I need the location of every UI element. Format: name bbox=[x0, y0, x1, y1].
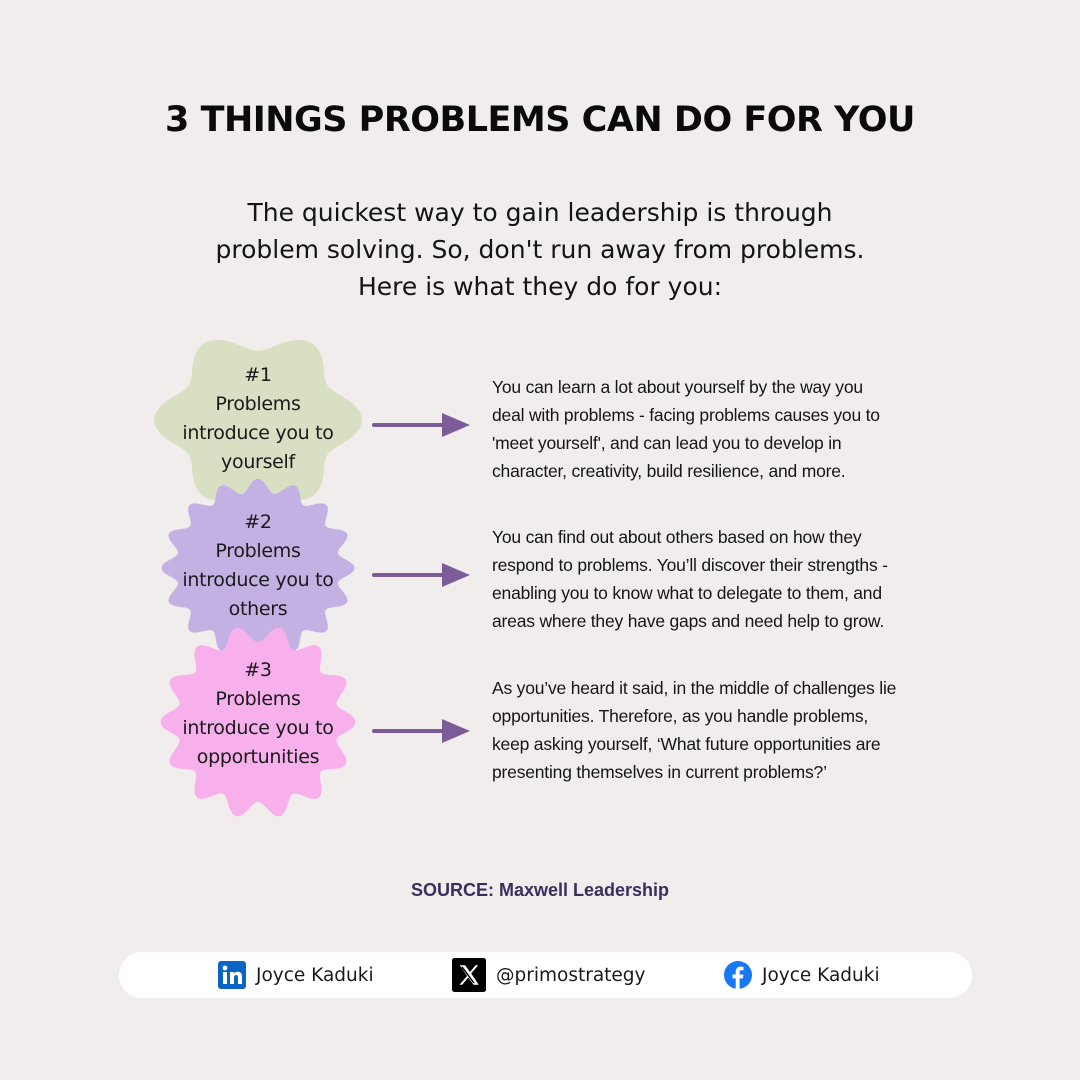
social-x[interactable]: @primostrategy bbox=[452, 958, 646, 992]
item-3-line: Problems bbox=[215, 688, 301, 710]
description-line: 'meet yourself', and can lead you to dev… bbox=[492, 433, 842, 453]
description-line: deal with problems - facing problems cau… bbox=[492, 405, 880, 425]
arrow-right-icon bbox=[372, 563, 470, 587]
social-linkedin[interactable]: Joyce Kaduki bbox=[218, 958, 374, 992]
intro-line: Here is what they do for you: bbox=[357, 272, 723, 301]
description-line: respond to problems. You’ll discover the… bbox=[492, 555, 888, 575]
description-line: keep asking yourself, ‘What future oppor… bbox=[492, 734, 881, 754]
flower-1-shape bbox=[154, 339, 362, 501]
item-3-description: As you’ve heard it said, in the middle o… bbox=[492, 674, 962, 786]
social-bar: Joyce Kaduki @primostrategy Joyce Kaduki bbox=[119, 952, 972, 998]
description-line: opportunities. Therefore, as you handle … bbox=[492, 706, 869, 726]
flower-2-shape bbox=[161, 478, 355, 658]
item-2-line: Problems bbox=[215, 540, 301, 562]
arrow-right-icon bbox=[372, 413, 470, 437]
intro-text: The quickest way to gain leadership is t… bbox=[180, 194, 900, 305]
item-1-line: Problems bbox=[215, 393, 301, 415]
item-3-label: #3 Problems introduce you to opportuniti… bbox=[158, 656, 358, 772]
arrow-right-icon bbox=[372, 719, 470, 743]
linkedin-label: Joyce Kaduki bbox=[256, 964, 374, 986]
item-1-label: #1 Problems introduce you to yourself bbox=[158, 361, 358, 477]
source-credit: SOURCE: Maxwell Leadership bbox=[410, 880, 670, 900]
x-label: @primostrategy bbox=[496, 964, 646, 986]
intro-line: problem solving. So, don't run away from… bbox=[215, 235, 865, 264]
item-1-description: You can learn a lot about yourself by th… bbox=[492, 373, 962, 485]
item-2-label: #2 Problems introduce you to others bbox=[158, 508, 358, 624]
description-line: presenting themselves in current problem… bbox=[492, 762, 827, 782]
x-icon bbox=[452, 958, 486, 992]
item-1-line: yourself bbox=[221, 451, 295, 473]
page-title: 3 THINGS PROBLEMS CAN DO FOR YOU bbox=[165, 100, 915, 140]
linkedin-icon bbox=[218, 961, 246, 989]
description-line: character, creativity, build resilience,… bbox=[492, 461, 846, 481]
item-1-line: introduce you to bbox=[182, 422, 334, 444]
item-3-line: opportunities bbox=[196, 746, 320, 768]
facebook-label: Joyce Kaduki bbox=[762, 964, 880, 986]
intro-line: The quickest way to gain leadership is t… bbox=[247, 198, 833, 227]
description-line: You can find out about others based on h… bbox=[492, 527, 862, 547]
item-2-number: #2 bbox=[244, 511, 272, 533]
description-line: enabling you to know what to delegate to… bbox=[492, 583, 882, 603]
description-line: You can learn a lot about yourself by th… bbox=[492, 377, 863, 397]
item-3-number: #3 bbox=[244, 659, 272, 681]
description-line: As you’ve heard it said, in the middle o… bbox=[492, 678, 897, 698]
item-2-line: others bbox=[228, 598, 288, 620]
item-2-line: introduce you to bbox=[182, 569, 334, 591]
item-3-line: introduce you to bbox=[182, 717, 334, 739]
flower-3-shape bbox=[160, 627, 356, 817]
description-line: areas where they have gaps and need help… bbox=[492, 611, 885, 631]
item-1-number: #1 bbox=[244, 364, 272, 386]
social-facebook[interactable]: Joyce Kaduki bbox=[724, 958, 880, 992]
item-2-description: You can find out about others based on h… bbox=[492, 523, 962, 635]
facebook-icon bbox=[724, 961, 752, 989]
